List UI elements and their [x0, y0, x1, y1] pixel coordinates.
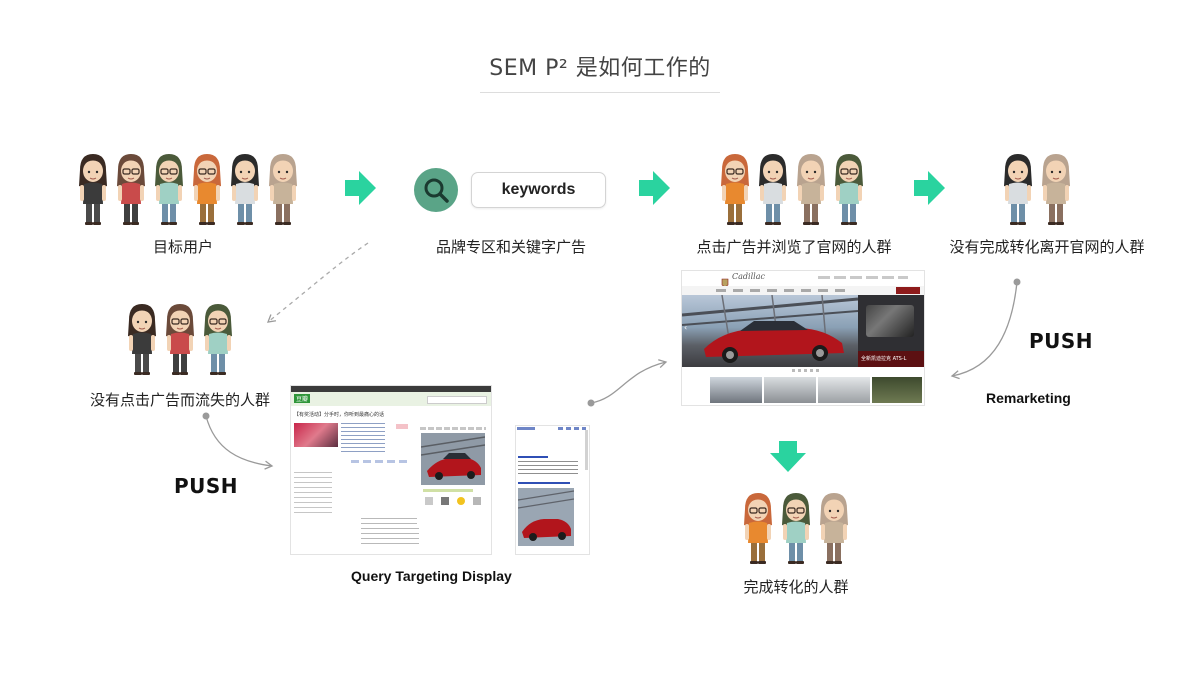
converted-group: [741, 491, 851, 565]
person-figure: [835, 154, 863, 225]
person-figure: [166, 304, 194, 375]
person-figure: [797, 154, 825, 225]
cadillac-logo-text: Cadillac: [732, 272, 765, 281]
person-figure: [820, 493, 848, 564]
cadillac-website-screenshot: Cadillac ‹ 全新凯迪拉克 ATS-L: [681, 270, 925, 406]
person-figure: [79, 154, 107, 225]
douban-logo: 豆瓣: [294, 394, 311, 403]
left-without-convert-group: [1001, 152, 1076, 226]
search-results-screenshot: [515, 425, 590, 555]
clicked-browsed-group: [718, 152, 868, 226]
keywords-box: keywords: [471, 172, 606, 208]
left-without-convert-label: 没有完成转化离开官网的人群: [949, 238, 1145, 256]
remarketing-caption: Remarketing: [986, 390, 1071, 406]
person-figure: [269, 154, 297, 225]
person-figure: [128, 304, 156, 375]
person-figure: [1042, 154, 1070, 225]
converted-label: 完成转化的人群: [743, 578, 849, 596]
person-figure: [231, 154, 259, 225]
target-users-group: [76, 152, 302, 226]
person-figure: [782, 493, 810, 564]
not-clicked-lost-label: 没有点击广告而流失的人群: [89, 391, 270, 409]
person-figure: [193, 154, 221, 225]
target-users-label: 目标用户: [152, 238, 213, 256]
push-label-right: PUSH: [1029, 329, 1094, 353]
person-figure: [759, 154, 787, 225]
query-targeting-caption: Query Targeting Display: [351, 568, 512, 584]
not-clicked-lost-group: [125, 302, 235, 376]
arrow-right-icon: [345, 170, 377, 210]
clicked-browsed-label: 点击广告并浏览了官网的人群: [696, 238, 892, 256]
person-figure: [155, 154, 183, 225]
page-title: SEM P² 是如何工作的: [489, 56, 711, 81]
push-label-left: PUSH: [174, 474, 239, 498]
arrow-right-icon: [639, 170, 671, 210]
display-ad-screenshot: [417, 425, 489, 525]
person-figure: [117, 154, 145, 225]
arrow-down-icon: [769, 441, 807, 477]
title-divider: [480, 92, 720, 93]
person-figure: [721, 154, 749, 225]
person-figure: [204, 304, 232, 375]
douban-headline: 【有奖活动】分手时，你听到最痛心的话: [294, 412, 385, 418]
brand-keywords-label: 品牌专区和关键字广告: [435, 238, 586, 256]
search-icon: [414, 168, 458, 212]
person-figure: [1004, 154, 1032, 225]
arrow-right-icon: [914, 170, 946, 210]
person-figure: [744, 493, 772, 564]
cadillac-promo-text: 全新凯迪拉克 ATS-L: [861, 356, 907, 362]
